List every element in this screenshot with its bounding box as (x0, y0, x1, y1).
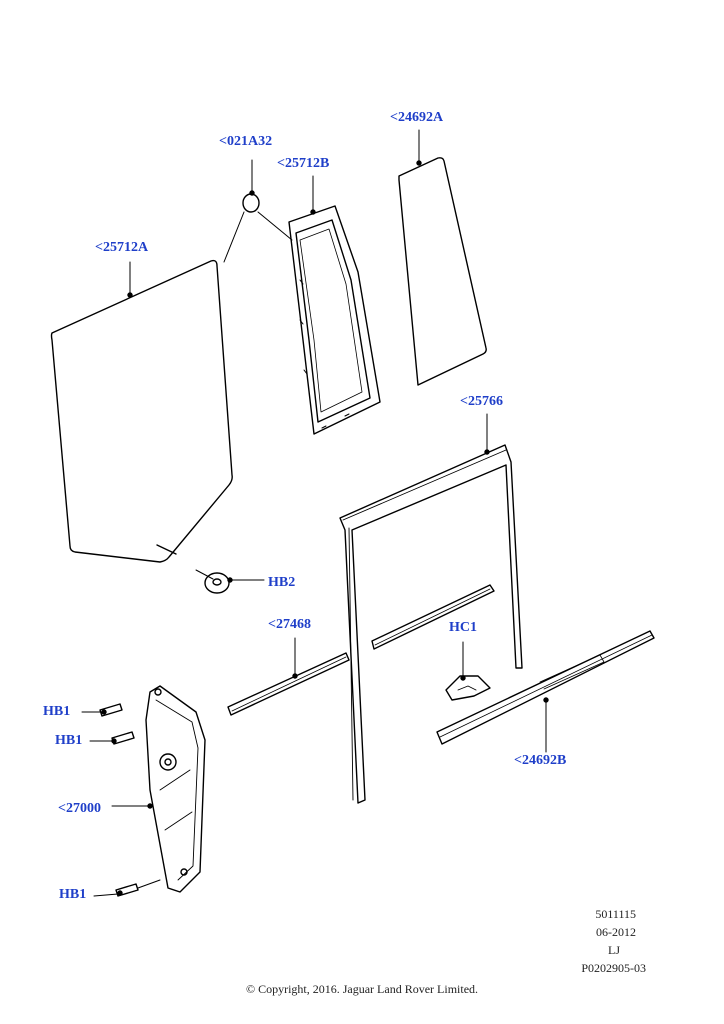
weatherstrip-24692b[interactable] (436, 630, 655, 753)
quarter-glass-frame-25712b[interactable] (288, 175, 381, 435)
callout-021a32[interactable]: <021A32 (219, 134, 273, 149)
drawing-date: 06-2012 (596, 925, 636, 939)
callout-hb1-bottom[interactable]: HB1 (59, 887, 87, 902)
belt-moulding-27468[interactable] (227, 584, 495, 716)
washer-hb2[interactable] (195, 569, 265, 594)
copyright-notice: © Copyright, 2016. Jaguar Land Rover Lim… (245, 982, 479, 996)
callout-hb1-middle[interactable]: HB1 (55, 733, 83, 748)
drawing-code: 5011115 (595, 907, 636, 921)
callout-27468[interactable]: <27468 (268, 617, 311, 632)
quarter-glass-24692a[interactable] (398, 129, 487, 386)
callout-hc1[interactable]: HC1 (449, 620, 477, 635)
drawing-initials: LJ (608, 943, 620, 957)
callout-24692a[interactable]: <24692A (390, 110, 444, 125)
bolt-hb1-middle[interactable] (89, 731, 135, 745)
drawing-reference: P0202905-03 (581, 961, 646, 975)
callout-24692b[interactable]: <24692B (514, 753, 567, 768)
glass-run-channel-25766[interactable] (339, 413, 523, 804)
window-regulator-27000[interactable] (111, 685, 206, 893)
grommet-021a32[interactable] (223, 159, 293, 263)
callout-25766[interactable]: <25766 (460, 394, 503, 409)
callout-25712b[interactable]: <25712B (277, 156, 330, 171)
bolt-hb1-bottom[interactable] (93, 879, 161, 897)
bolt-hb1-top[interactable] (81, 703, 123, 717)
callout-hb1-top[interactable]: HB1 (43, 704, 71, 719)
callout-hb2[interactable]: HB2 (268, 575, 296, 590)
callout-25712a[interactable]: <25712A (95, 240, 149, 255)
door-glass-25712a[interactable] (50, 259, 233, 563)
clip-hc1[interactable] (445, 641, 491, 701)
callout-27000[interactable]: <27000 (58, 801, 101, 816)
